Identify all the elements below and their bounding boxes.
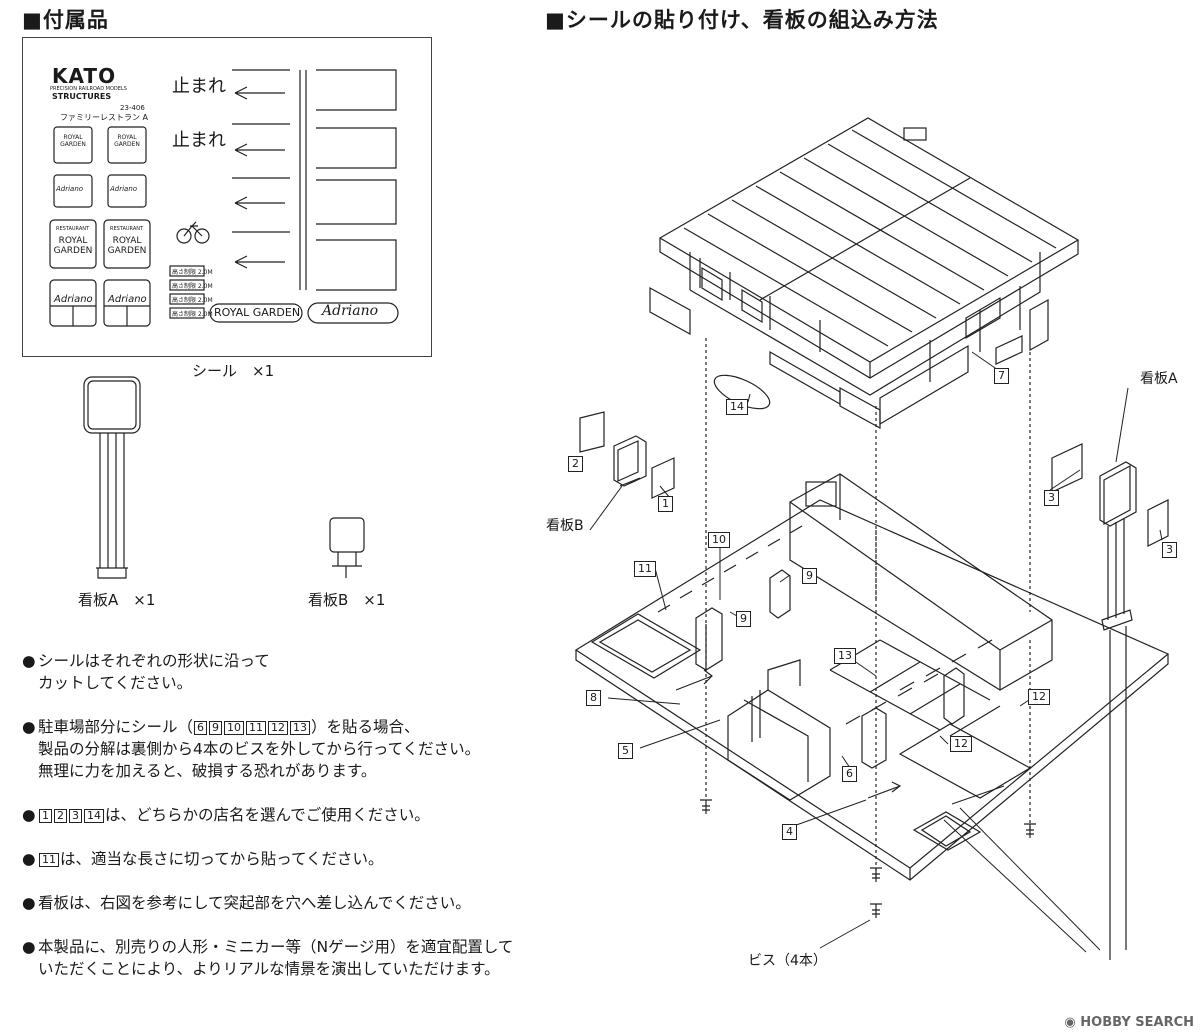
- note-6-line-1: 本製品に、別売りの人形・ミニカー等（Nゲージ用）を適宜配置して: [38, 938, 514, 956]
- sign-b-drawing: [329, 517, 365, 578]
- callout-12-a: 12: [1028, 689, 1050, 705]
- callout-4: 4: [782, 824, 797, 840]
- sticker-royal-large-1: ROYAL GARDEN: [53, 236, 93, 256]
- watermark-icon: ◉: [1064, 1015, 1081, 1030]
- height-limit-3: 高さ制限 2.0M: [172, 297, 213, 304]
- num-13: 13: [290, 721, 311, 735]
- callout-1: 1: [658, 496, 673, 512]
- sticker-adriano-1: Adriano: [56, 185, 84, 193]
- watermark-text: HOBBY SEARCH: [1080, 1015, 1194, 1030]
- note-3-suffix: は、どちらかの店名を選んでご使用ください。: [105, 806, 430, 824]
- height-limit-4: 高さ制限 2.0M: [172, 311, 213, 318]
- num-2: 2: [54, 809, 67, 823]
- callout-9-a: 9: [802, 568, 817, 584]
- caption-sign-b: 看板B ×1: [308, 591, 386, 609]
- note-4-suffix: は、適当な長さに切ってから貼ってください。: [60, 850, 384, 868]
- brand-tagline: PRECISION RAILROAD MODELS: [50, 86, 127, 92]
- sticker-restaurant-2: RESTAURANT: [110, 226, 144, 232]
- sticker-restaurant-1: RESTAURANT: [56, 226, 90, 232]
- callout-2: 2: [568, 456, 583, 472]
- sticker-royal-1: ROYAL GARDEN: [60, 134, 86, 148]
- screws: [700, 799, 1036, 918]
- sticker-royal-2: ROYAL GARDEN: [114, 134, 140, 148]
- stop-sticker-2: 止まれ: [172, 130, 226, 151]
- callout-11: 11: [634, 561, 656, 577]
- caption-sticker: シール ×1: [192, 362, 275, 380]
- heading-accessories: ■付属品: [22, 8, 109, 32]
- sticker-adriano-2: Adriano: [110, 185, 138, 193]
- callout-7: 7: [994, 368, 1009, 384]
- label-sign-b: 看板B: [546, 518, 584, 534]
- callout-12-b: 12: [950, 736, 972, 752]
- num-10: 10: [224, 721, 245, 735]
- callout-3-b: 3: [1162, 542, 1177, 558]
- sticker-adriano-large-2: Adriano: [108, 294, 147, 305]
- num-1: 1: [39, 809, 52, 823]
- heading-assembly: ■シールの貼り付け、看板の組込み方法: [545, 8, 939, 32]
- base-drawing: [574, 473, 1170, 881]
- note-6-line-2: いただくことにより、よりリアルな情景を演出していただけます。: [38, 960, 500, 978]
- callout-5: 5: [618, 743, 633, 759]
- callout-9-b: 9: [736, 611, 751, 627]
- height-limit-1: 高さ制限 2.0M: [172, 269, 213, 276]
- brand-sub: STRUCTURES: [52, 92, 112, 101]
- note-2-prefix: 駐車場部分にシール（: [38, 718, 194, 736]
- callout-6: 6: [842, 766, 857, 782]
- banner-adriano: Adriano: [322, 303, 379, 319]
- product-name: ファミリーレストラン A: [60, 113, 149, 122]
- label-sign-a: 看板A: [1140, 371, 1178, 387]
- brand-logo: KATO: [52, 64, 117, 88]
- sticker-royal-large-2: ROYAL GARDEN: [107, 236, 147, 256]
- callout-14: 14: [726, 399, 748, 415]
- num-3: 3: [69, 809, 82, 823]
- note-1-line-1: シールはそれぞれの形状に沿って: [38, 652, 270, 670]
- exploded-sign-b: [579, 411, 675, 499]
- exploded-sign-a: [1051, 443, 1169, 960]
- num-11: 11: [246, 721, 267, 735]
- stop-sticker-1: 止まれ: [172, 76, 226, 97]
- note-5: ●看板は、右図を参考にして突起部を穴へ差し込んでください。: [22, 894, 471, 912]
- sign-a-drawing: [83, 376, 141, 579]
- note-2-line-3: 無理に力を加えると、破損する恐れがあります。: [38, 762, 377, 780]
- watermark: ◉ HOBBY SEARCH: [1064, 1015, 1194, 1030]
- label-screws: ビス（4本）: [748, 953, 827, 969]
- callout-3-a: 3: [1044, 490, 1059, 506]
- num-14: 14: [84, 809, 104, 823]
- callout-10: 10: [708, 532, 730, 548]
- note-2-suffix: ）を貼る場合、: [311, 718, 420, 736]
- num-11-b: 11: [39, 853, 59, 867]
- sticker-sheet: [22, 37, 432, 357]
- alignment-lines: [705, 338, 1031, 878]
- height-limit-2: 高さ制限 2.0M: [172, 283, 213, 290]
- num-12: 12: [268, 721, 289, 735]
- building-drawing: [649, 117, 1080, 430]
- note-6: ●本製品に、別売りの人形・ミニカー等（Nゲージ用）を適宜配置して いただくことに…: [22, 936, 582, 980]
- num-6: 6: [194, 721, 208, 735]
- leader-lines: [589, 351, 1163, 953]
- num-9: 9: [209, 721, 223, 735]
- banner-royal-garden: ROYAL GARDEN: [214, 306, 301, 319]
- sticker-adriano-large-1: Adriano: [54, 294, 93, 305]
- caption-sign-a: 看板A ×1: [78, 591, 156, 609]
- note-5-line-1: 看板は、右図を参考にして突起部を穴へ差し込んでください。: [38, 894, 471, 912]
- note-1: ●シールはそれぞれの形状に沿って カットしてください。: [22, 650, 582, 694]
- callout-13: 13: [834, 648, 856, 664]
- note-2-line-2: 製品の分解は裏側から4本のビスを外してから行ってください。: [38, 740, 481, 758]
- instruction-notes: ●シールはそれぞれの形状に沿って カットしてください。 ●駐車場部分にシール（6…: [22, 650, 582, 1002]
- product-number: 23-406: [120, 104, 145, 112]
- sticker-sheet-art: [49, 69, 399, 327]
- callout-8: 8: [586, 690, 601, 706]
- note-1-line-2: カットしてください。: [38, 674, 193, 692]
